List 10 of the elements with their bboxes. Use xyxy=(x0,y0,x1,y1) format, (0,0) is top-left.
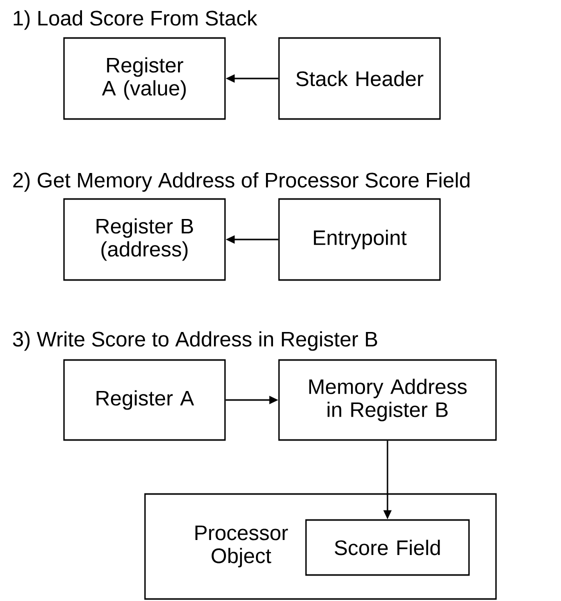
process-box: Register A (value) xyxy=(63,37,226,120)
process-box: Register B (address) xyxy=(63,198,226,281)
process-box: Register A xyxy=(63,359,226,441)
process-box: Stack Header xyxy=(278,37,441,120)
section-heading: 2) Get Memory Address of Processor Score Field xyxy=(13,172,470,192)
section-heading: 3) Write Score to Address in Register B xyxy=(13,331,378,351)
process-box: Entrypoint xyxy=(278,198,441,281)
process-box: Memory Address in Register B xyxy=(278,359,497,441)
process-box: Score Field xyxy=(305,519,470,576)
section-heading: 1) Load Score From Stack xyxy=(14,10,258,30)
